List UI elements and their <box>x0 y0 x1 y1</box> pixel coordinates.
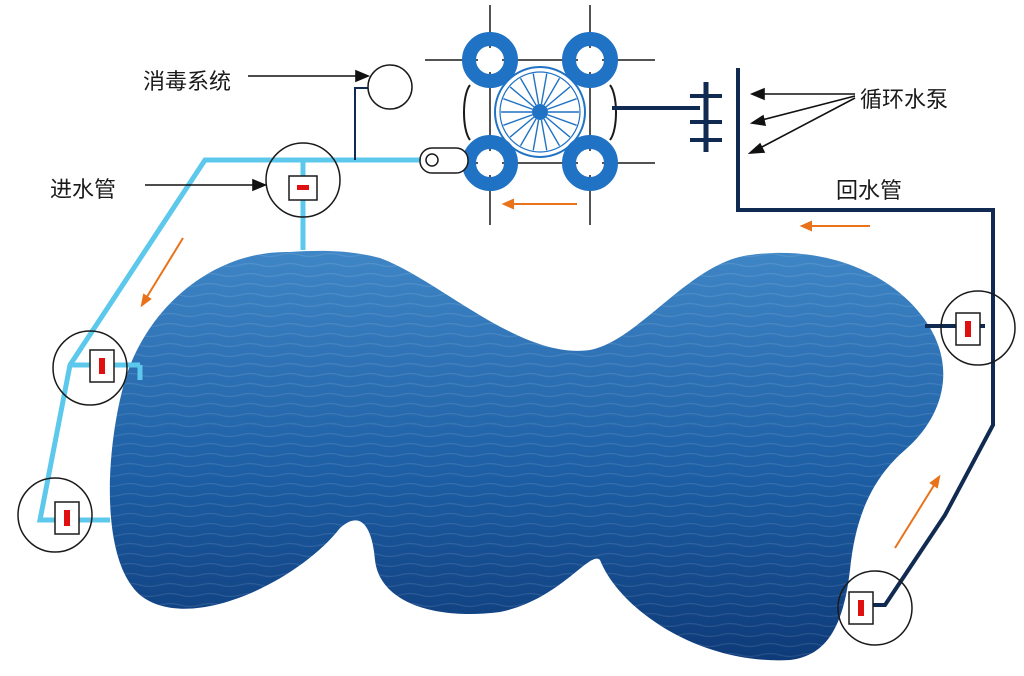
wheel-spoke <box>532 119 540 151</box>
wheel-spoke <box>519 118 537 147</box>
filter-ring-top-left <box>462 32 518 88</box>
valve-left-bottom <box>17 477 93 553</box>
wheel-spoke <box>547 114 577 126</box>
disinfection-system-label: 消毒系统 <box>143 70 232 95</box>
disinfection-unit-icon <box>367 64 413 110</box>
wheel-spoke <box>540 119 548 151</box>
return-valve-icon <box>837 290 1016 646</box>
inlet-connector-icon <box>419 147 469 174</box>
wheel-spoke <box>543 77 561 106</box>
circulation-pump-icon <box>612 82 722 152</box>
wheel-spoke <box>540 73 548 105</box>
wheel-spoke <box>545 116 571 138</box>
filter-unit-icon <box>462 32 618 191</box>
wheel-spoke <box>509 86 535 108</box>
filter-ring-top-right <box>562 32 618 88</box>
pointer-arrows <box>145 69 856 192</box>
circulation-pump-label: 循环水泵 <box>860 88 949 113</box>
wheel-spoke <box>545 86 571 108</box>
wheel-spoke <box>543 118 561 147</box>
valve-right <box>940 290 1016 366</box>
inlet-valve-icon <box>17 142 341 553</box>
valve-bottom-right <box>837 570 913 646</box>
filter-ring-bottom-right <box>562 135 618 191</box>
filter-ring-bottom-left <box>462 135 518 191</box>
wheel-spoke <box>509 116 535 138</box>
wheel-spoke <box>503 114 533 126</box>
disinfection-line <box>354 87 372 160</box>
inlet-pipe-label: 进水管 <box>50 178 117 203</box>
valve-left-mid <box>52 330 128 406</box>
valve-top <box>265 142 341 218</box>
return-pipe-label: 回水管 <box>836 179 903 204</box>
wheel-spoke <box>532 73 540 105</box>
wheel-spoke <box>547 98 577 110</box>
pool-water <box>109 250 944 661</box>
wheel-spoke <box>503 98 533 110</box>
wheel-spoke <box>519 77 537 106</box>
filter-wheel <box>494 66 586 158</box>
flow-arrow-icon <box>140 198 941 549</box>
